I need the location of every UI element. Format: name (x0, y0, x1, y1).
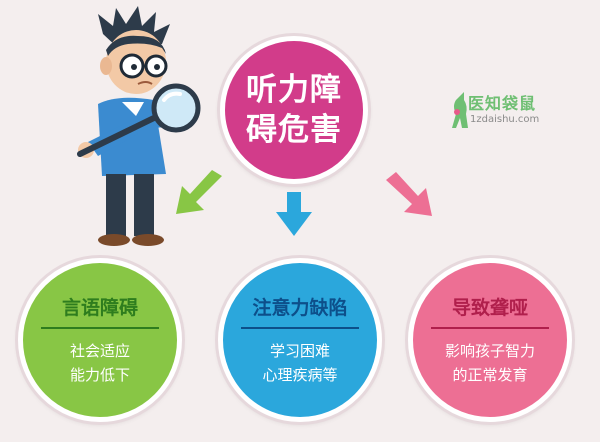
effect-line: 社会适应 (69, 342, 130, 360)
effect-speech-disorder: 言语障碍 社会适应 能力低下 (18, 258, 182, 422)
watermark-logo: 医知袋鼠 1zdaishu.com (450, 88, 562, 134)
effect-title: 注意力缺陷 (241, 293, 359, 329)
effect-deaf-mute: 导致聋哑 影响孩子智力 的正常发育 (408, 258, 572, 422)
arrow-down-icon (276, 192, 312, 236)
effect-line: 的正常发育 (452, 366, 528, 384)
arrow-down-right-icon (386, 172, 432, 216)
central-topic: 听力障碍危害 (220, 36, 368, 184)
effect-attention-deficit: 注意力缺陷 学习困难 心理疾病等 (218, 258, 382, 422)
effect-title: 导致聋哑 (431, 293, 549, 329)
effect-line: 心理疾病等 (262, 366, 338, 384)
effect-line: 影响孩子智力 (444, 342, 535, 360)
doctor-with-magnifier-icon (77, 6, 201, 246)
watermark-url: 1zdaishu.com (470, 114, 540, 125)
kangaroo-logo-icon (452, 92, 468, 128)
effect-line: 能力低下 (69, 366, 130, 384)
effect-title: 言语障碍 (41, 293, 159, 329)
effect-line: 学习困难 (269, 342, 330, 360)
watermark-name: 医知袋鼠 (468, 94, 537, 113)
central-topic-title: 听力障碍危害 (246, 72, 342, 148)
arrow-down-left-icon (176, 170, 222, 214)
